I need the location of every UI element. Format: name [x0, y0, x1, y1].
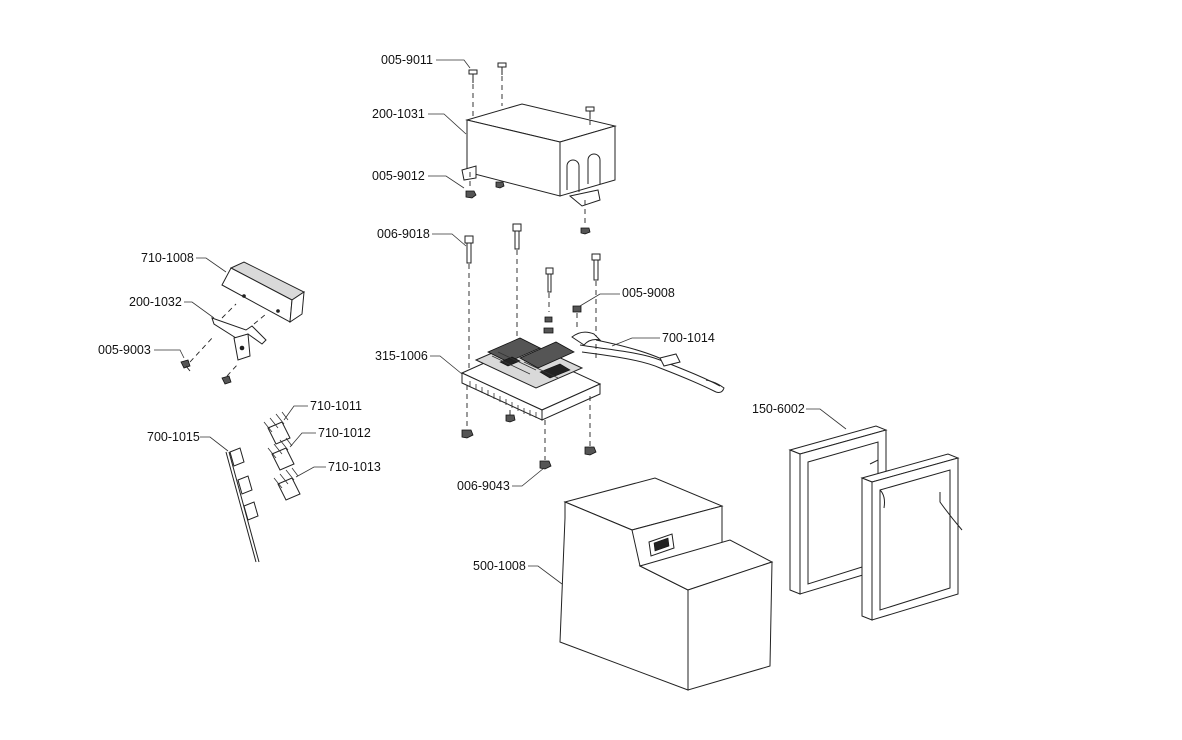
label-710-1008: 710-1008 — [141, 251, 194, 265]
display-710-1008 — [221, 261, 305, 323]
label-700-1015: 700-1015 — [147, 430, 200, 444]
label-005-9003: 005-9003 — [98, 343, 151, 357]
screws-005-9003 — [180, 335, 239, 385]
label-710-1012: 710-1012 — [318, 426, 371, 440]
part-labels: 005-9011 200-1031 005-9012 006-9018 005-… — [98, 53, 805, 573]
label-200-1031: 200-1031 — [372, 107, 425, 121]
frames-150-6002 — [788, 425, 963, 621]
nuts-005-9012 — [465, 172, 591, 235]
label-150-6002: 150-6002 — [752, 402, 805, 416]
label-200-1032: 200-1032 — [129, 295, 182, 309]
label-700-1014: 700-1014 — [662, 331, 715, 345]
housing-500-1008 — [559, 477, 774, 691]
label-005-9011: 005-9011 — [381, 53, 433, 67]
leader-lines — [154, 59, 847, 585]
label-005-9008: 005-9008 — [622, 286, 675, 300]
label-005-9012: 005-9012 — [372, 169, 425, 183]
label-006-9018: 006-9018 — [377, 227, 430, 241]
screws-005-9011 — [468, 62, 595, 128]
label-710-1013: 710-1013 — [328, 460, 381, 474]
screw-005-9008 — [543, 305, 582, 334]
label-710-1011: 710-1011 — [310, 399, 362, 413]
label-315-1006: 315-1006 — [375, 349, 428, 363]
bolts-006-9018 — [464, 223, 601, 370]
connectors-710-1011-1013 — [263, 411, 301, 501]
controller-315-1006 — [460, 337, 602, 421]
harness-700-1015 — [225, 447, 260, 563]
cable-700-1014 — [571, 331, 725, 393]
cover-200-1031 — [461, 103, 617, 207]
nuts-006-9043 — [461, 385, 597, 470]
label-500-1008: 500-1008 — [473, 559, 526, 573]
bracket-200-1032 — [211, 303, 267, 361]
label-006-9043: 006-9043 — [457, 479, 510, 493]
